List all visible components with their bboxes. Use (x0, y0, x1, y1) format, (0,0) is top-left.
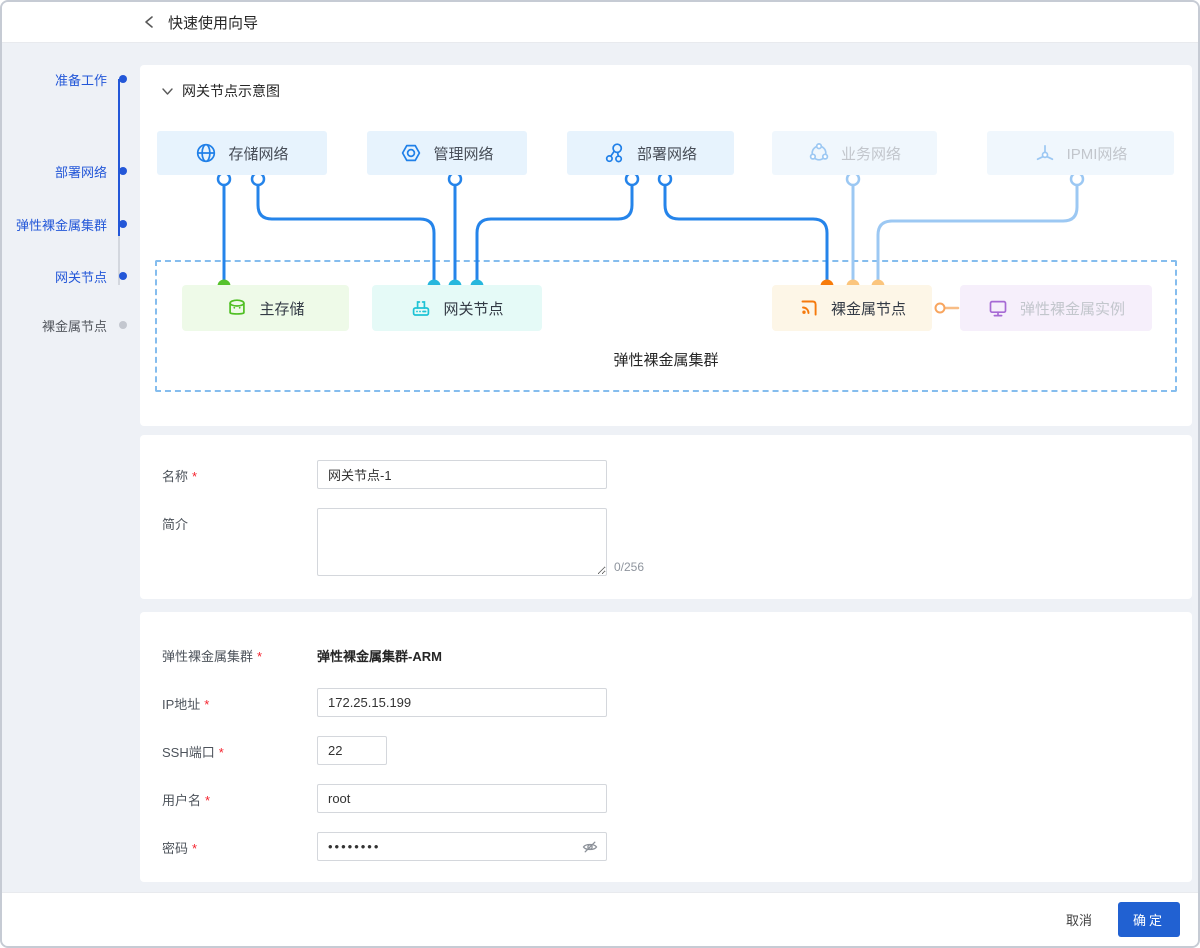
wizard-footer: 取消 确定 (2, 892, 1198, 946)
monitor-icon (989, 300, 1007, 317)
username-input[interactable] (317, 784, 607, 813)
step-nav: 准备工作 部署网络 弹性裸金属集群 网关节点 裸金属节点 (2, 43, 140, 343)
username-label: 用户名* (162, 793, 211, 808)
node-box-gateway: 网关节点 (372, 285, 542, 331)
settings-hex-icon (402, 144, 421, 162)
step-dot (119, 167, 127, 175)
step-item-prepare[interactable]: 准备工作 (55, 71, 127, 88)
confirm-button[interactable]: 确定 (1117, 902, 1180, 937)
router-icon (413, 301, 430, 316)
basic-info-form: 名称* 简介 0/256 (140, 435, 1192, 599)
required-marker: * (192, 841, 198, 856)
network-box-management: 管理网络 (367, 131, 527, 175)
eye-slash-icon[interactable] (582, 839, 598, 855)
name-row: 名称* (162, 460, 1192, 489)
cancel-button[interactable]: 取消 (1054, 903, 1104, 936)
name-label: 名称* (162, 469, 198, 484)
step-dot (119, 75, 127, 83)
network-box-storage: 存储网络 (157, 131, 327, 175)
ssh-port-input[interactable] (317, 736, 387, 765)
network-box-business: 业务网络 (772, 131, 937, 175)
description-label: 简介 (162, 517, 189, 532)
step-item-gateway-node[interactable]: 网关节点 (55, 268, 127, 285)
required-marker: * (204, 697, 210, 712)
diagram-section-title: 网关节点示意图 (182, 83, 280, 99)
share-nodes-icon (605, 143, 623, 163)
ip-row: IP地址* (162, 688, 1192, 717)
password-label: 密码* (162, 841, 198, 856)
name-input[interactable] (317, 460, 607, 489)
cluster-row: 弹性裸金属集群* 弹性裸金属集群-ARM (162, 640, 1192, 665)
step-dot (119, 220, 127, 228)
required-marker: * (218, 745, 224, 760)
username-row: 用户名* (162, 784, 1192, 813)
baremetal-icon (801, 300, 817, 316)
step-line-pending (118, 236, 120, 285)
description-textarea[interactable] (317, 508, 607, 576)
cluster-value: 弹性裸金属集群-ARM (317, 649, 442, 664)
ssh-port-label: SSH端口* (162, 745, 224, 760)
cluster-label: 弹性裸金属集群* (162, 649, 263, 664)
step-item-deploy-network[interactable]: 部署网络 (55, 163, 127, 180)
chevron-down-icon (162, 87, 173, 95)
ip-label: IP地址* (162, 697, 210, 712)
description-row: 简介 0/256 (162, 508, 1192, 576)
ipmi-icon (1036, 144, 1053, 161)
node-box-elastic-instance: 弹性裸金属实例 (960, 285, 1152, 331)
ip-input[interactable] (317, 688, 607, 717)
step-dot (119, 272, 127, 280)
connection-form: 弹性裸金属集群* 弹性裸金属集群-ARM IP地址* SSH端口* 用户名* 密… (140, 612, 1192, 882)
diagram-card: 网关节点示意图 (140, 65, 1192, 426)
cloud-nodes-icon (809, 143, 829, 161)
page-title: 快速使用向导 (168, 14, 259, 32)
node-box-baremetal: 裸金属节点 (772, 285, 932, 331)
password-row: 密码* (162, 832, 1192, 861)
wizard-header: 快速使用向导 (2, 2, 1198, 43)
step-item-baremetal-node[interactable]: 裸金属节点 (42, 317, 127, 334)
ssh-port-row: SSH端口* (162, 736, 1192, 765)
network-box-deployment: 部署网络 (567, 131, 734, 175)
password-input-wrap (317, 832, 607, 861)
database-icon (229, 299, 246, 315)
step-item-cluster[interactable]: 弹性裸金属集群 (16, 216, 127, 233)
required-marker: * (205, 793, 211, 808)
required-marker: * (192, 469, 198, 484)
node-box-primary-storage: 主存储 (182, 285, 349, 331)
step-dot (119, 321, 127, 329)
diagram-section-toggle[interactable]: 网关节点示意图 (162, 81, 280, 101)
cluster-label: 弹性裸金属集群 (613, 352, 719, 369)
step-line-active (118, 79, 120, 236)
network-box-ipmi: IPMI网络 (987, 131, 1174, 175)
char-counter: 0/256 (614, 560, 645, 574)
globe-icon (197, 143, 216, 163)
back-icon[interactable] (140, 13, 158, 31)
password-input[interactable] (328, 839, 582, 854)
required-marker: * (257, 649, 263, 664)
